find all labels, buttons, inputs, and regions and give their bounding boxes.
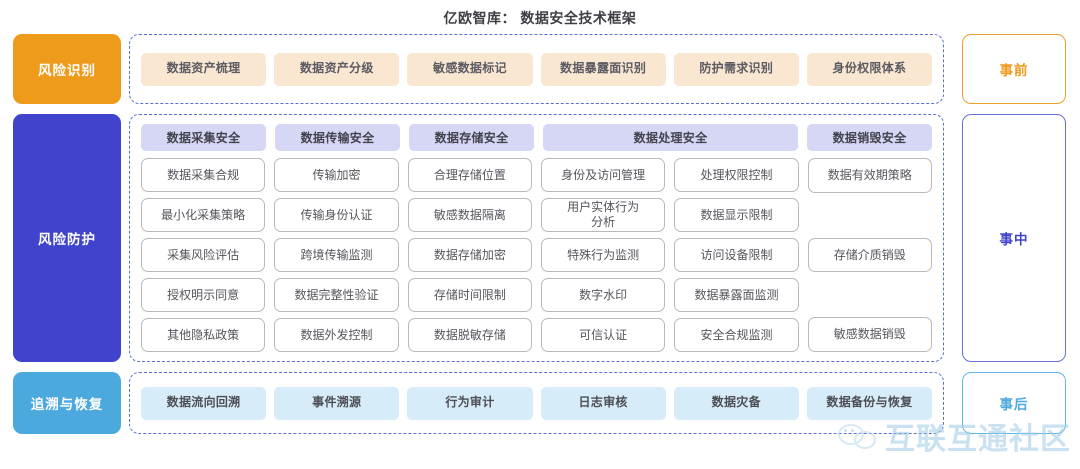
- cell-transmission-5[interactable]: 数据外发控制: [274, 318, 399, 352]
- chip-data-asset-inventory[interactable]: 数据资产梳理: [141, 52, 267, 86]
- cell-transmission-2[interactable]: 传输身份认证: [274, 198, 399, 232]
- band-risk-identification: 风险识别 数据资产梳理 数据资产分级 敏感数据标记 数据暴露面识别 防护需求识别…: [0, 34, 1080, 104]
- cell-destruction-spacer-2: [808, 278, 932, 311]
- protection-grid: 数据采集安全 数据传输安全 数据存储安全 数据处理安全 数据销毁安全 数据采集合…: [130, 115, 943, 361]
- framework-board: 风险识别 数据资产梳理 数据资产分级 敏感数据标记 数据暴露面识别 防护需求识别…: [0, 34, 1080, 444]
- cell-destruction-spacer-1: [808, 199, 932, 232]
- header-collection-security[interactable]: 数据采集安全: [141, 124, 266, 151]
- cell-processing-b1[interactable]: 处理权限控制: [674, 158, 799, 192]
- phase-label-before[interactable]: 事前: [962, 34, 1066, 104]
- panel-risk-protection: 数据采集安全 数据传输安全 数据存储安全 数据处理安全 数据销毁安全 数据采集合…: [129, 114, 944, 362]
- chip-protection-need-id[interactable]: 防护需求识别: [673, 52, 799, 86]
- chip-backup-and-recovery[interactable]: 数据备份与恢复: [806, 386, 933, 420]
- cell-collection-3[interactable]: 采集风险评估: [141, 238, 266, 272]
- cell-processing-b3[interactable]: 访问设备限制: [674, 238, 799, 272]
- header-storage-security[interactable]: 数据存储安全: [409, 124, 534, 151]
- header-processing-security[interactable]: 数据处理安全: [543, 124, 798, 151]
- stage-label-risk-identification[interactable]: 风险识别: [13, 34, 121, 104]
- cell-destruction-1[interactable]: 数据有效期策略: [807, 158, 932, 193]
- cell-storage-3[interactable]: 数据存储加密: [407, 238, 532, 272]
- cell-processing-a3[interactable]: 特殊行为监测: [540, 238, 666, 272]
- column-destruction-security: 数据有效期策略 存储介质销毁 敏感数据销毁: [807, 158, 932, 352]
- cell-transmission-4[interactable]: 数据完整性验证: [274, 278, 399, 312]
- cell-processing-a1[interactable]: 身份及访问管理: [540, 158, 666, 192]
- chip-disaster-recovery[interactable]: 数据灾备: [673, 386, 799, 420]
- column-collection-security: 数据采集合规 最小化采集策略 采集风险评估 授权明示同意 其他隐私政策: [141, 158, 266, 352]
- cell-processing-b5[interactable]: 安全合规监测: [674, 318, 799, 352]
- column-transmission-security: 传输加密 传输身份认证 跨境传输监测 数据完整性验证 数据外发控制: [274, 158, 399, 352]
- cell-storage-2[interactable]: 敏感数据隔离: [407, 198, 532, 232]
- column-storage-security: 合理存储位置 敏感数据隔离 数据存储加密 存储时间限制 数据脱敏存储: [407, 158, 532, 352]
- chip-row-trace-recovery: 数据流向回溯 事件溯源 行为审计 日志审核 数据灾备 数据备份与恢复: [130, 373, 943, 433]
- chip-log-review[interactable]: 日志审核: [540, 386, 666, 420]
- header-transmission-security[interactable]: 数据传输安全: [275, 124, 400, 151]
- panel-risk-identification: 数据资产梳理 数据资产分级 敏感数据标记 数据暴露面识别 防护需求识别 身份权限…: [129, 34, 944, 104]
- chip-behavior-audit[interactable]: 行为审计: [407, 386, 533, 420]
- cell-collection-4[interactable]: 授权明示同意: [141, 278, 266, 312]
- cell-processing-a2[interactable]: 用户实体行为分析: [540, 198, 666, 232]
- chip-identity-permission[interactable]: 身份权限体系: [806, 52, 933, 86]
- chip-data-flow-traceback[interactable]: 数据流向回溯: [141, 386, 267, 420]
- phase-label-during[interactable]: 事中: [962, 114, 1066, 362]
- cell-storage-4[interactable]: 存储时间限制: [407, 278, 532, 312]
- header-destruction-security[interactable]: 数据销毁安全: [807, 124, 932, 151]
- cell-collection-5[interactable]: 其他隐私政策: [141, 318, 266, 352]
- band-risk-protection: 风险防护 数据采集安全 数据传输安全 数据存储安全 数据处理安全 数据销毁安全 …: [0, 114, 1080, 362]
- cell-collection-2[interactable]: 最小化采集策略: [141, 198, 266, 232]
- cell-destruction-5[interactable]: 敏感数据销毁: [807, 317, 932, 352]
- protection-grid-headers: 数据采集安全 数据传输安全 数据存储安全 数据处理安全 数据销毁安全: [141, 124, 932, 151]
- chip-row-risk-identification: 数据资产梳理 数据资产分级 敏感数据标记 数据暴露面识别 防护需求识别 身份权限…: [130, 35, 943, 103]
- cell-processing-a4[interactable]: 数字水印: [540, 278, 666, 312]
- chip-exposure-surface-id[interactable]: 数据暴露面识别: [540, 52, 666, 86]
- column-processing-security-a: 身份及访问管理 用户实体行为分析 特殊行为监测 数字水印 可信认证: [540, 158, 666, 352]
- protection-grid-body: 数据采集合规 最小化采集策略 采集风险评估 授权明示同意 其他隐私政策 传输加密…: [141, 158, 932, 352]
- page-title: 亿欧智库： 数据安全技术框架: [443, 10, 637, 26]
- cell-destruction-3[interactable]: 存储介质销毁: [807, 237, 932, 273]
- stage-label-risk-protection[interactable]: 风险防护: [13, 114, 121, 362]
- chip-data-asset-grading[interactable]: 数据资产分级: [274, 52, 400, 86]
- cell-processing-b4[interactable]: 数据暴露面监测: [674, 278, 799, 312]
- band-trace-recovery: 追溯与恢复 数据流向回溯 事件溯源 行为审计 日志审核 数据灾备 数据备份与恢复…: [0, 372, 1080, 434]
- stage-label-trace-recovery[interactable]: 追溯与恢复: [13, 372, 121, 434]
- chip-event-tracing[interactable]: 事件溯源: [274, 386, 400, 420]
- cell-processing-b2[interactable]: 数据显示限制: [674, 198, 799, 232]
- cell-storage-5[interactable]: 数据脱敏存储: [407, 318, 532, 352]
- panel-trace-recovery: 数据流向回溯 事件溯源 行为审计 日志审核 数据灾备 数据备份与恢复: [129, 372, 944, 434]
- cell-processing-a5[interactable]: 可信认证: [540, 318, 666, 352]
- cell-collection-1[interactable]: 数据采集合规: [141, 158, 266, 192]
- chip-sensitive-data-tagging[interactable]: 敏感数据标记: [407, 52, 533, 86]
- phase-label-after[interactable]: 事后: [962, 372, 1066, 434]
- cell-storage-1[interactable]: 合理存储位置: [407, 158, 532, 192]
- cell-transmission-3[interactable]: 跨境传输监测: [274, 238, 399, 272]
- cell-transmission-1[interactable]: 传输加密: [274, 158, 399, 192]
- column-processing-security-b: 处理权限控制 数据显示限制 访问设备限制 数据暴露面监测 安全合规监测: [674, 158, 799, 352]
